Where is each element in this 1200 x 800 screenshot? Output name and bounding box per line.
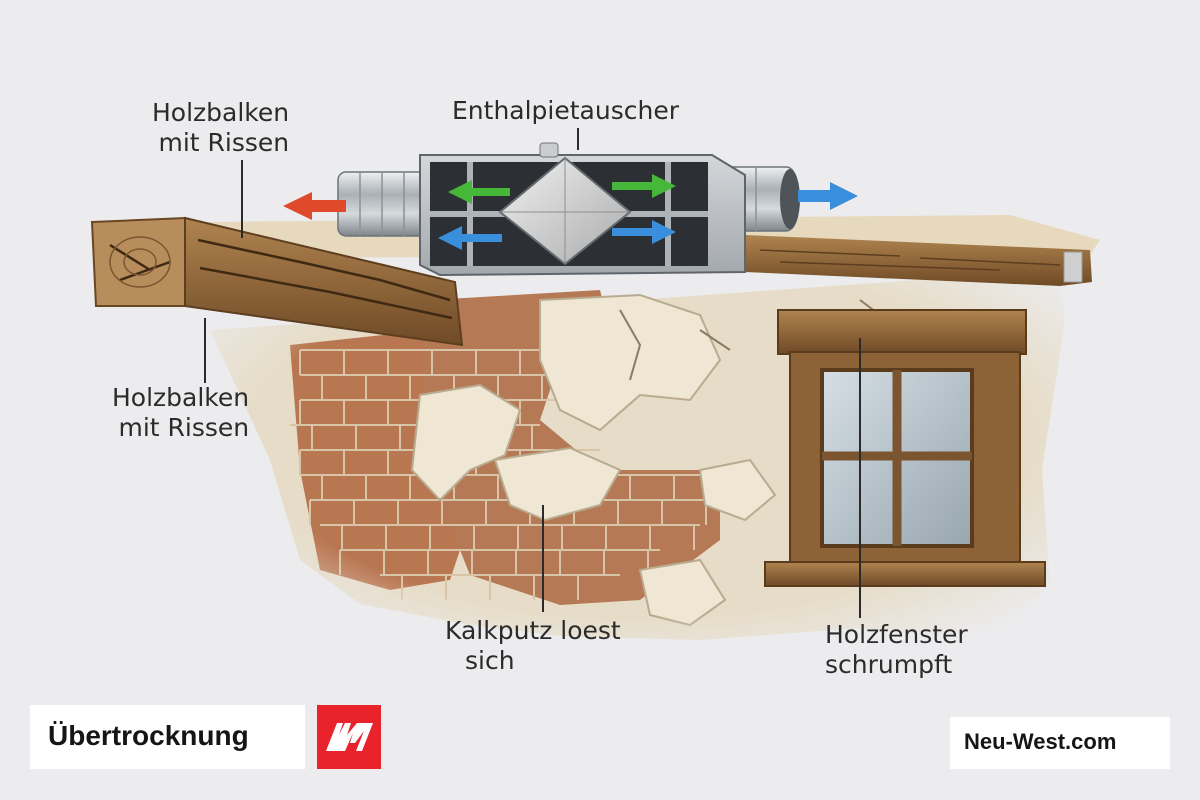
label-beam-top: Holzbalken mit Rissen bbox=[152, 98, 289, 158]
label-window-line1: Holzfenster bbox=[825, 620, 968, 650]
duct-left bbox=[338, 172, 430, 236]
site-box: Neu-West.com bbox=[950, 717, 1170, 769]
diagram-title: Übertrocknung bbox=[48, 720, 249, 752]
label-beam-top-line1: Holzbalken bbox=[152, 98, 289, 128]
supply-arrow-icon bbox=[798, 182, 858, 210]
label-window-line2: schrumpft bbox=[825, 650, 968, 680]
neu-west-logo-icon bbox=[317, 705, 381, 769]
duct-right-opening bbox=[780, 169, 800, 229]
title-box: Übertrocknung bbox=[30, 705, 305, 769]
wooden-window bbox=[765, 310, 1045, 586]
wall-vent-grille bbox=[1064, 252, 1082, 282]
label-beam-bottom-line1: Holzbalken bbox=[112, 383, 249, 413]
label-plaster: Kalkputz loest sich bbox=[445, 616, 621, 676]
exhaust-arrow-icon bbox=[283, 192, 346, 220]
label-plaster-line2: sich bbox=[445, 646, 621, 676]
label-enthalpy-exchanger-text: Enthalpietauscher bbox=[452, 96, 679, 126]
label-plaster-line1: Kalkputz loest bbox=[445, 616, 621, 646]
site-name: Neu-West.com bbox=[964, 729, 1116, 755]
label-enthalpy-exchanger: Enthalpietauscher bbox=[452, 96, 679, 126]
label-window: Holzfenster schrumpft bbox=[825, 620, 968, 680]
label-beam-top-line2: mit Rissen bbox=[152, 128, 289, 158]
label-beam-bottom-line2: mit Rissen bbox=[112, 413, 249, 443]
window-sill bbox=[765, 562, 1045, 586]
window-lintel bbox=[778, 310, 1026, 354]
exchanger-top-knob bbox=[540, 143, 558, 157]
label-beam-bottom: Holzbalken mit Rissen bbox=[112, 383, 249, 443]
